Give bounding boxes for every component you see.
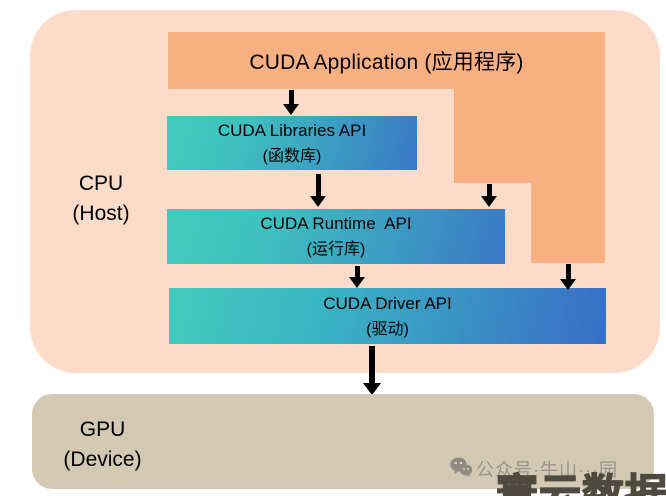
gpu-device-container — [32, 394, 654, 489]
arrow-head — [349, 277, 365, 288]
arrow-head — [283, 104, 299, 115]
arrow-shaft — [288, 90, 294, 104]
gpu-device-label: GPU (Device) — [40, 415, 165, 475]
runtime-api-subtitle: (运行库) — [306, 241, 366, 258]
arrow-down-icon-runtime-to-driver — [349, 266, 365, 288]
gpu-label-line1: GPU — [79, 418, 126, 441]
cpu-label-line2: (Host) — [72, 201, 130, 225]
watermark-brand-text: 寰云数据 — [495, 470, 666, 496]
arrow-shaft — [369, 346, 375, 383]
arrow-shaft — [486, 184, 492, 196]
arrow-down-icon-app-to-runtime — [481, 184, 497, 207]
arrow-shaft — [354, 266, 360, 277]
driver-api-box: CUDA Driver API (驱动) — [169, 288, 606, 344]
arrow-down-icon-app-to-driver — [560, 264, 576, 290]
application-step-narrow — [531, 183, 605, 263]
arrow-head — [481, 196, 497, 207]
arrow-down-icon-app-to-libraries — [283, 90, 299, 115]
driver-api-title: CUDA Driver API — [323, 293, 452, 313]
wechat-icon — [449, 456, 473, 483]
libraries-api-title: CUDA Libraries API — [217, 120, 367, 140]
application-step-wide — [454, 88, 605, 183]
arrow-shaft — [315, 174, 321, 196]
arrow-down-icon-libraries-to-runtime — [310, 174, 326, 207]
driver-api-subtitle: (驱动) — [366, 320, 409, 338]
cpu-host-label: CPU (Host) — [40, 169, 162, 229]
arrow-down-icon-driver-to-gpu — [363, 346, 381, 395]
libraries-api-box: CUDA Libraries API (函数库) — [167, 116, 417, 170]
gpu-label-line2: (Device) — [63, 447, 142, 471]
cpu-label-line1: CPU — [78, 172, 124, 195]
application-box: CUDA Application (应用程序) — [168, 32, 605, 89]
runtime-api-title: CUDA Runtime API — [260, 214, 412, 233]
arrow-head — [363, 383, 381, 395]
application-title: CUDA Application (应用程序) — [249, 50, 524, 74]
arrow-head — [560, 279, 576, 290]
watermark-account-text: 公众号·牛山···园 — [476, 460, 618, 480]
runtime-api-box: CUDA Runtime API (运行库) — [167, 209, 505, 264]
libraries-api-subtitle: (函数库) — [262, 147, 322, 165]
arrow-head — [310, 196, 326, 207]
arrow-shaft — [565, 264, 571, 279]
